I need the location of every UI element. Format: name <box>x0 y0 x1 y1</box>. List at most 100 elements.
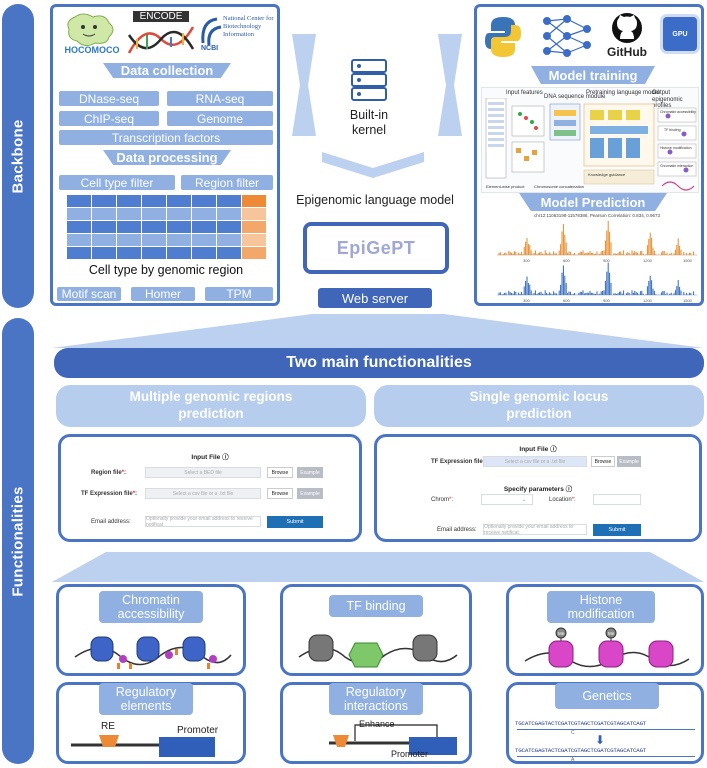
ncbi-text: National Center for Biotechnology Inform… <box>223 15 274 38</box>
data-collection-header: Data collection <box>103 63 231 78</box>
model-prediction-header: Model Prediction <box>519 193 667 211</box>
chrom-select[interactable]: ⌄ <box>481 494 533 505</box>
histone-title: Histone modification <box>547 591 655 623</box>
matrix-cell <box>142 208 166 220</box>
multi-submit-button[interactable]: Submit <box>267 516 323 528</box>
left-chevron <box>292 34 316 136</box>
tool-motif-scan: Motif scan <box>57 287 121 301</box>
track-tick-label: 1200 <box>643 298 653 303</box>
region-example-button[interactable]: Example <box>297 467 323 478</box>
data-processing-header: Data processing <box>103 150 231 165</box>
source-rnaseq: RNA-seq <box>167 91 273 106</box>
matrix-cell <box>192 247 216 259</box>
matrix-cell <box>67 247 91 259</box>
tool-tpm: TPM <box>205 287 273 301</box>
data-processing-label: Data processing <box>116 150 218 165</box>
single-email-placeholder: Optionally provide your email address to… <box>484 523 574 536</box>
regulatory-interactions-title: Regulatory interactions <box>329 683 423 715</box>
kernel-server-icon <box>351 59 387 101</box>
single-example-button[interactable]: Example <box>617 456 641 467</box>
track-tick-label: 300 <box>523 258 530 263</box>
multi-email-input[interactable]: Optionally provide your email address to… <box>145 516 261 528</box>
source-chipseq: ChIP-seq <box>59 111 159 126</box>
tf-example-button[interactable]: Example <box>297 488 323 499</box>
fig-element-wise: Element-wise product <box>486 184 525 189</box>
histone-diagram: Me Me <box>524 627 690 668</box>
encode-text: ENCODE <box>133 11 189 22</box>
upper-funnel <box>52 314 704 348</box>
backbone-label: Backbone <box>9 118 27 194</box>
seq-bottom-line <box>517 756 695 757</box>
single-input-file-title: Input File ⓘ <box>377 443 699 453</box>
specify-title: Specify parameters ⓘ <box>377 483 699 493</box>
promoter2-label: Promoter <box>391 749 429 759</box>
multi-tf-label: TF Expression file*: <box>81 491 138 497</box>
epigept-logo-box[interactable]: EpiGePT <box>303 222 449 274</box>
single-title-box: Single genomic locus prediction <box>374 385 704 427</box>
single-email-input[interactable]: Optionally provide your email address to… <box>483 523 587 536</box>
matrix-cell <box>117 221 141 233</box>
multi-input-file-label: Input File <box>191 454 221 461</box>
single-submit-button[interactable]: Submit <box>593 524 641 536</box>
down-chevron <box>322 152 424 178</box>
fig-output: Output epigenomic profiles <box>652 90 683 110</box>
track-tick-label: 300 <box>523 298 530 303</box>
model-training-label: Model training <box>548 67 638 83</box>
promoter-label: Promoter <box>177 725 219 736</box>
tf-placeholder: Select a csv file or a .txt file <box>172 490 234 497</box>
region-filter: Region filter <box>181 175 273 190</box>
hocomoco-icon <box>67 13 114 47</box>
multi-title-box: Multiple genomic regions prediction <box>56 385 366 427</box>
multi-input-file-title: Input File ⓘ <box>61 451 359 461</box>
matrix-cell <box>67 208 91 220</box>
matrix-cell <box>92 234 116 246</box>
single-tf-label: TF Expression file*: <box>431 459 487 465</box>
functionalities-tab: Functionalities <box>2 318 34 764</box>
main-title: Two main functionalities <box>286 354 472 371</box>
hocomoco-logo: HOCOMOCO <box>61 11 121 55</box>
tf-binding-title: TF binding <box>329 595 423 617</box>
matrix-cell <box>217 195 241 207</box>
matrix-cell <box>117 247 141 259</box>
re-label: RE <box>101 721 115 732</box>
hocomoco-text: HOCOMOCO <box>64 45 120 55</box>
gpu-icon: GPU <box>663 17 697 51</box>
training-figure: Input features DNA sequence module Pretr… <box>481 87 699 193</box>
cell-type-filter: Cell type filter <box>59 175 175 190</box>
matrix-cell <box>192 234 216 246</box>
tf-binding-card: TF binding <box>280 584 472 676</box>
single-email-label: Email address: <box>437 527 477 533</box>
location-input[interactable] <box>593 494 641 505</box>
track-tick-label: 1200 <box>643 258 653 263</box>
matrix-cell <box>67 234 91 246</box>
matrix-caption: Cell type by genomic region <box>88 263 244 277</box>
seq-top-line <box>517 729 695 730</box>
multi-email-label: Email address: <box>91 519 131 525</box>
matrix-cell <box>217 247 241 259</box>
single-tf-placeholder: Select a csv file or a .txt file <box>504 458 566 465</box>
svg-text:Me: Me <box>608 631 615 636</box>
epigept-logo: EpiGePT <box>336 237 416 258</box>
gpu-text: GPU <box>672 30 688 38</box>
tf-browse-button[interactable]: Browse <box>267 488 293 499</box>
github-text: GitHub <box>607 45 647 59</box>
fig-dna-module: DNA sequence module <box>544 94 606 100</box>
matrix-cell <box>242 208 266 220</box>
chrom-label-text: Chrom <box>431 497 450 503</box>
single-tf-input[interactable]: Select a csv file or a .txt file <box>483 456 587 467</box>
single-title: Single genomic locus prediction <box>469 389 609 421</box>
web-server-label[interactable]: Web server <box>318 288 432 308</box>
tf-file-input[interactable]: Select a csv file or a .txt file <box>145 488 261 499</box>
matrix-cell <box>242 221 266 233</box>
kernel-label: Built-in kernel <box>349 108 389 137</box>
region-browse-button[interactable]: Browse <box>267 467 293 478</box>
fig-chrom-concat: Chromosome concatenation <box>534 184 585 189</box>
single-browse-button[interactable]: Browse <box>591 456 615 467</box>
main-title-bar: Two main functionalities <box>54 348 704 378</box>
region-file-input[interactable]: Select a BED file <box>145 467 261 478</box>
python-icon <box>485 17 521 57</box>
enhancer-label: Enhance <box>359 719 395 729</box>
lower-funnel <box>52 552 704 582</box>
multi-form: Input File ⓘ Region file*: Select a BED … <box>58 434 362 542</box>
track-tick-label: 600 <box>563 298 570 303</box>
